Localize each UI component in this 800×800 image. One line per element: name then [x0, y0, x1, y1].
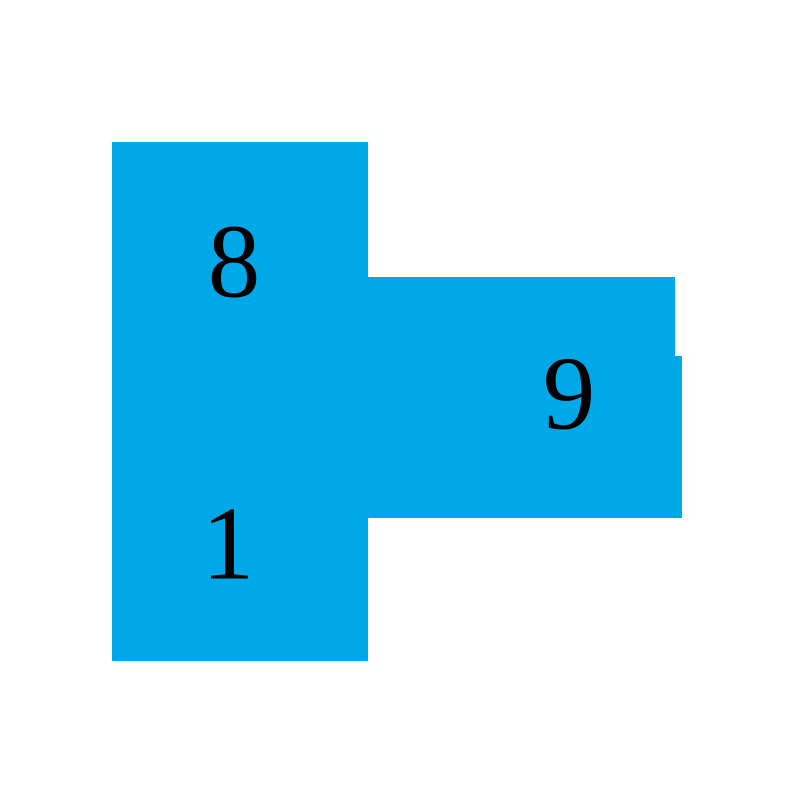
rectangle-label-1: 1 — [201, 484, 255, 602]
rectangle-label-8: 8 — [207, 202, 261, 320]
right-lower-rectangle — [368, 356, 682, 518]
left-tall-rectangle — [112, 142, 368, 661]
rectangle-label-9: 9 — [542, 334, 596, 452]
